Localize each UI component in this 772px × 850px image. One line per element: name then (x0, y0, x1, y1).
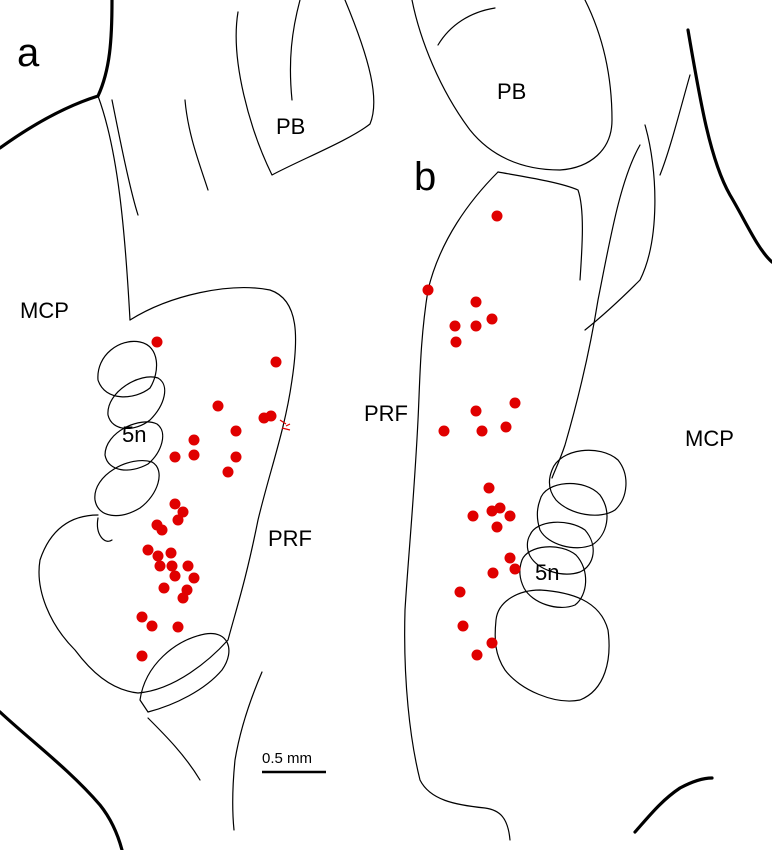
marker (158, 582, 170, 594)
marker (504, 510, 516, 522)
prf-column-b-right (551, 144, 641, 479)
pb-inner-fold-a (289, 0, 301, 101)
marker (177, 592, 189, 604)
label-5n-b: 5n (535, 560, 559, 585)
nerve-5n-a (94, 340, 166, 542)
marker (500, 421, 512, 433)
panel-letter-b: b (414, 155, 436, 199)
lower-oval-a (139, 632, 230, 713)
marker (146, 620, 158, 632)
marker (177, 506, 189, 518)
marker (486, 313, 498, 325)
fiber-line-b1 (659, 74, 691, 176)
marker (172, 514, 184, 526)
marker (230, 425, 242, 437)
marker (509, 563, 521, 575)
marker (457, 620, 469, 632)
prf-column-b-upper (497, 171, 583, 281)
marker (142, 544, 154, 556)
label-5n-a: 5n (122, 422, 146, 447)
nerve-5n-b (519, 449, 627, 609)
marker (470, 405, 482, 417)
marker (476, 425, 488, 437)
label-pb-b: PB (497, 79, 526, 104)
marker (169, 570, 181, 582)
marker (156, 524, 168, 536)
marker (470, 320, 482, 332)
marker (487, 567, 499, 579)
marker (136, 650, 148, 662)
surface-line-bottom-right-b (633, 776, 714, 834)
prf-column-a (97, 95, 139, 321)
panel-letter-a: a (17, 31, 40, 75)
marker (494, 502, 506, 514)
panel-b: b PB PRF MCP 5n (364, 0, 772, 841)
marker (151, 336, 163, 348)
marker (422, 284, 434, 296)
surface-line-right-b (686, 28, 772, 264)
marker (188, 434, 200, 446)
label-mcp-b: MCP (685, 426, 734, 451)
fiber-line-a1 (184, 99, 209, 191)
marker (165, 547, 177, 559)
marker (491, 210, 503, 222)
marker (449, 320, 461, 332)
fiber-line-a3 (147, 717, 201, 781)
marker (222, 466, 234, 478)
scale-bar-label: 0.5 mm (262, 750, 312, 767)
marker (166, 560, 178, 572)
marker (454, 586, 466, 598)
marker (486, 637, 498, 649)
surface-line-bottom-left (0, 710, 124, 850)
scale-bar: 0.5 mm (262, 750, 326, 774)
pb-top-arc-b (437, 7, 496, 46)
markers-a (136, 336, 282, 662)
marker (438, 425, 450, 437)
marker (509, 397, 521, 409)
marker (169, 498, 181, 510)
mcp-boundary-b (584, 124, 656, 331)
pb-outline-b (411, 0, 613, 171)
lower-oval-b (494, 589, 610, 702)
fiber-line-a2 (232, 671, 263, 831)
marker (265, 410, 277, 422)
markers-b (422, 210, 521, 661)
label-prf-a: PRF (268, 526, 312, 551)
marker (182, 560, 194, 572)
marker (470, 296, 482, 308)
marker (212, 400, 224, 412)
marker (188, 449, 200, 461)
label-prf-b: PRF (364, 401, 408, 426)
marker (483, 482, 495, 494)
prf-nucleus-outline-a (38, 287, 297, 694)
label-mcp-a: MCP (20, 298, 69, 323)
panel-a: a PB MCP 5n PRF (0, 0, 375, 850)
marker (467, 510, 479, 522)
marker (169, 451, 181, 463)
marker (230, 451, 242, 463)
marker (450, 336, 462, 348)
marker (152, 550, 164, 562)
label-pb-a: PB (276, 114, 305, 139)
marker (172, 621, 184, 633)
marker (491, 521, 503, 533)
marker (504, 552, 516, 564)
marker (154, 560, 166, 572)
marker (136, 611, 148, 623)
marker-speck (279, 419, 291, 431)
pb-outline-a (235, 0, 375, 176)
marker (471, 649, 483, 661)
marker (188, 572, 200, 584)
marker (270, 356, 282, 368)
